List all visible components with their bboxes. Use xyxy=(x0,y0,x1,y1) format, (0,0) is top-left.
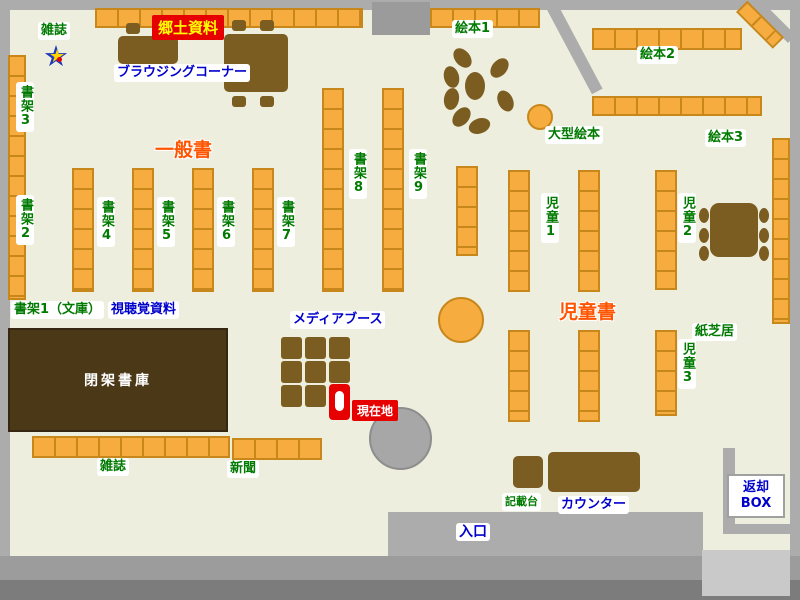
label-children-3: 児童3 xyxy=(678,339,696,389)
label-large-picture-books: 大型絵本 xyxy=(545,126,604,144)
bookshelf-children-lower-1 xyxy=(508,330,530,422)
bookshelf-4 xyxy=(72,168,94,292)
label-writing-desk: 記載台 xyxy=(502,493,541,511)
reading-circle-cushion xyxy=(486,54,513,82)
bookshelf-right-wall xyxy=(772,138,790,324)
label-entrance: 入口 xyxy=(456,523,490,541)
bookshelf-children-lower-3 xyxy=(655,330,677,416)
bookshelf-8 xyxy=(322,88,344,292)
closed-stacks-label: 閉架書庫 xyxy=(84,373,152,389)
label-general-books: 一般書 xyxy=(155,139,213,161)
pillar-top xyxy=(372,2,430,35)
label-children-books: 児童書 xyxy=(559,301,617,323)
browsing-chair xyxy=(260,20,274,31)
label-media-booth: メディアブース xyxy=(290,311,386,329)
label-shelf2: 書架2 xyxy=(16,195,34,245)
bookshelf-newspaper xyxy=(232,438,322,460)
media-booth-unit xyxy=(281,337,302,359)
label-local-history: 郷土資料 xyxy=(152,15,225,40)
media-booth-unit xyxy=(305,337,326,359)
browsing-chair xyxy=(232,96,246,107)
label-counter: カウンター xyxy=(558,496,630,514)
label-shelf3: 書架3 xyxy=(16,82,34,132)
children-chair xyxy=(699,208,709,223)
label-shelf9: 書架9 xyxy=(409,149,427,199)
bookshelf-children-upper-1 xyxy=(508,170,530,292)
bookshelf-children-upper-3 xyxy=(655,170,677,290)
star-fill-icon: ★ xyxy=(49,46,65,67)
bookshelf-7 xyxy=(252,168,274,292)
label-current-location: 現在地 xyxy=(352,400,399,421)
browsing-chair xyxy=(260,96,274,107)
counter-desk xyxy=(548,452,640,492)
label-shelf1-bunko: 書架1（文庫） xyxy=(11,301,105,319)
return-box-label-line2: BOX xyxy=(740,496,772,511)
wall-returnbox-bottom xyxy=(723,524,790,534)
bottom-band-dark xyxy=(0,580,800,600)
label-shelf8: 書架8 xyxy=(349,149,367,199)
label-children-2: 児童2 xyxy=(678,193,696,243)
bookshelf-children-lower-2 xyxy=(578,330,600,422)
wall-right xyxy=(790,0,800,600)
star-outline-icon: ★ xyxy=(43,39,69,73)
bookshelf-6 xyxy=(192,168,214,292)
children-chair xyxy=(759,228,769,243)
current-location-pin-icon xyxy=(329,384,350,420)
media-booth-unit xyxy=(329,337,350,359)
label-kamishibai: 紙芝居 xyxy=(692,323,738,341)
label-av-materials: 視聴覚資料 xyxy=(108,301,180,319)
label-shelf4: 書架4 xyxy=(97,197,115,247)
magazine-star-icon: ★ ★ xyxy=(43,39,74,76)
label-shelf6: 書架6 xyxy=(217,197,235,247)
star-center-dot xyxy=(57,57,62,62)
label-magazine-bottom: 雑誌 xyxy=(97,458,130,476)
label-shelf7: 書架7 xyxy=(277,197,295,247)
bookshelf-children-upper-2 xyxy=(578,170,600,292)
reading-circle-cushion xyxy=(466,115,493,137)
reading-circle-cushion xyxy=(442,86,461,112)
label-children-1: 児童1 xyxy=(541,193,559,243)
media-booth-unit xyxy=(305,385,326,407)
label-picture-books-1: 絵本1 xyxy=(452,20,494,38)
browsing-chair xyxy=(232,20,246,31)
children-chair xyxy=(759,208,769,223)
label-newspaper: 新聞 xyxy=(227,460,260,478)
reading-circle-cushion xyxy=(494,87,517,115)
children-chair xyxy=(699,246,709,261)
children-chair xyxy=(759,246,769,261)
children-chair xyxy=(699,228,709,243)
round-table xyxy=(438,297,484,343)
browsing-table-1 xyxy=(118,36,178,64)
label-magazine-top: 雑誌 xyxy=(38,22,71,40)
bookshelf-magazine-bottom xyxy=(32,436,230,458)
return-box-label-line1: 返却 xyxy=(742,480,769,495)
writing-desk xyxy=(513,456,543,488)
bookshelf-9 xyxy=(382,88,404,292)
browsing-table-2 xyxy=(224,34,288,92)
label-browsing-corner: ブラウジングコーナー xyxy=(114,64,251,82)
entrance-vestibule xyxy=(388,512,703,560)
bookshelf-5 xyxy=(132,168,154,292)
media-booth-unit xyxy=(305,361,326,383)
wall-left xyxy=(0,0,10,600)
label-shelf5: 書架5 xyxy=(157,197,175,247)
reading-circle-cushion xyxy=(441,64,462,90)
large-picture-book-stand xyxy=(527,104,553,130)
reading-circle-table xyxy=(465,72,485,100)
media-booth-unit xyxy=(329,361,350,383)
media-booth-unit xyxy=(281,385,302,407)
label-picture-books-3: 絵本3 xyxy=(705,129,747,147)
label-picture-books-2: 絵本2 xyxy=(637,46,679,64)
closed-stacks-room: 閉架書庫 xyxy=(8,328,228,432)
return-box: 返却 BOX xyxy=(727,474,785,518)
bottom-right-block xyxy=(702,550,790,596)
bookshelf-top-right-b xyxy=(592,96,762,116)
media-booth-unit xyxy=(281,361,302,383)
bookshelf-middle-small xyxy=(456,166,478,256)
browsing-chair xyxy=(126,23,140,34)
children-table xyxy=(710,203,758,257)
